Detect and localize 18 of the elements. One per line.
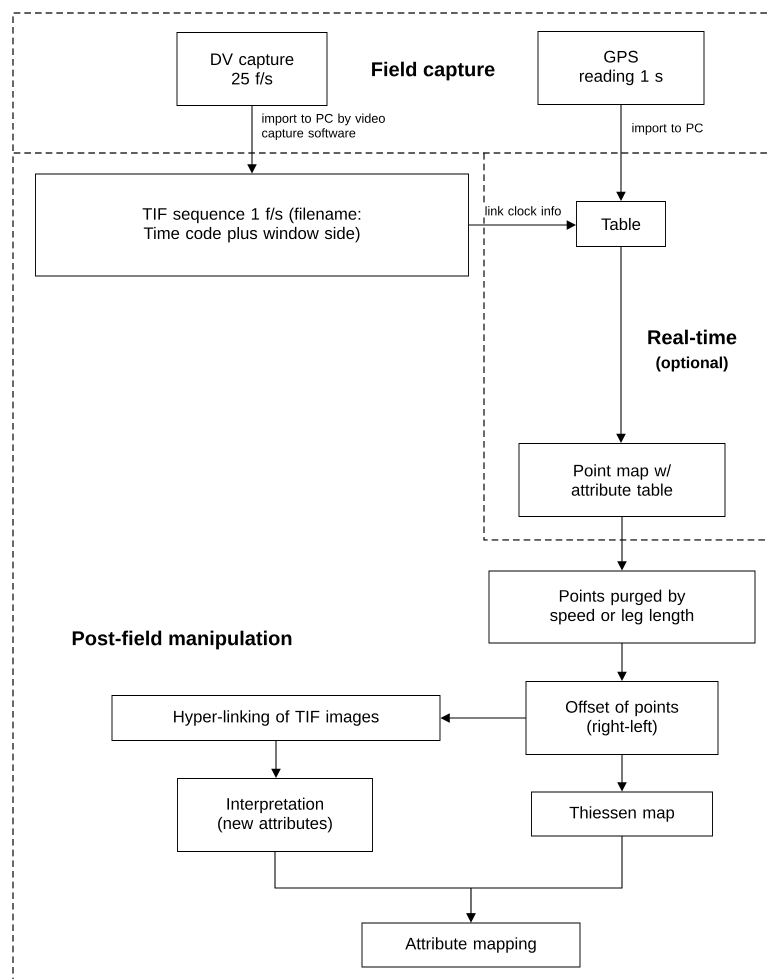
region-heading: Real-time <box>648 330 736 344</box>
process-box: Hyper-linking of TIF images <box>112 695 440 741</box>
process-box: Points purged by speed or leg length <box>488 570 756 644</box>
process-box: DV capture 25 f/s <box>176 32 328 106</box>
process-box: GPS reading 1 s <box>538 31 704 105</box>
process-box: Thiessen map <box>531 792 713 836</box>
edge-label: link clock info <box>486 206 561 216</box>
edge-label: import to PC by video capture software <box>262 114 385 140</box>
process-box: Offset of points (right-left) <box>526 681 718 755</box>
process-box: TIF sequence 1 f/s (filename: Time code plus window side) <box>35 174 469 276</box>
region-heading: Field capture <box>372 62 495 80</box>
process-box: Attribute mapping <box>362 922 580 968</box>
region-subheading: (optional) <box>656 356 728 372</box>
edge-label: import to PC <box>632 123 703 135</box>
region-heading: Post-field manipulation <box>72 630 292 650</box>
process-box: Interpretation (new attributes) <box>177 778 373 852</box>
process-box: Table <box>576 201 666 247</box>
process-box: Point map w/ attribute table <box>518 443 726 517</box>
